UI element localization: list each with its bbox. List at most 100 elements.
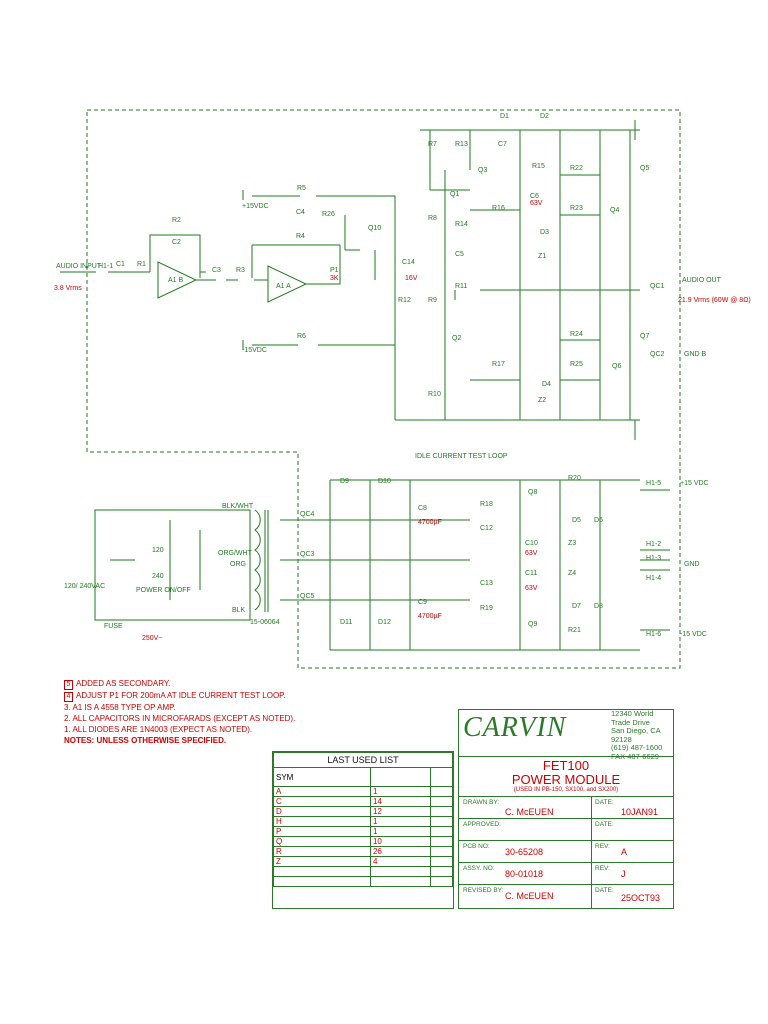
r14-label: R14 <box>455 221 468 228</box>
d12-label: D12 <box>378 619 391 626</box>
r19-label: R19 <box>480 605 493 612</box>
q10-label: Q10 <box>368 225 381 232</box>
c8-label: C8 <box>418 505 427 512</box>
c11-label: C11 <box>525 570 537 577</box>
a1b-label: A1 B <box>168 277 184 284</box>
z4-label: Z4 <box>568 570 576 577</box>
note-3: 3. A1 IS A 4558 TYPE OP AMP. <box>64 703 176 712</box>
p15-label: +15 VDC <box>680 480 709 487</box>
r21-label: R21 <box>568 627 581 634</box>
a1a-label: A1 A <box>276 283 291 290</box>
c9-label: C9 <box>418 599 427 606</box>
c14-value: 16V <box>405 275 418 282</box>
t1-part: 15-06064 <box>250 619 280 626</box>
note-2: 2. ALL CAPACITORS IN MICROFARADS (EXCEPT… <box>64 714 296 723</box>
d10-label: D10 <box>378 478 391 485</box>
r26-label: R26 <box>322 211 335 218</box>
revised-row: REVISED BY: C. McEUEN DATE: 25OCT93 <box>459 884 673 909</box>
audio-input-level: 3.8 Vrms <box>54 285 82 292</box>
p15vdc-label: +15VDC <box>242 203 269 210</box>
c9-value: 4700µF <box>418 613 442 620</box>
h1-6-label: H1-6 <box>646 631 661 638</box>
r15-label: R15 <box>532 163 545 170</box>
gnd-label: GND <box>684 561 700 568</box>
qc5-label: QC5 <box>300 593 315 600</box>
c13-label: C13 <box>480 580 493 587</box>
carvin-logo: CARVIN <box>463 712 567 743</box>
d8-label: D8 <box>594 603 603 610</box>
h1-4-label: H1-4 <box>646 575 661 582</box>
c4-label: C4 <box>296 209 305 216</box>
transformer-t1 <box>254 509 261 611</box>
r24-label: R24 <box>570 331 583 338</box>
d4-label: D4 <box>542 381 551 388</box>
r18-label: R18 <box>480 501 493 508</box>
module-boundary <box>86 109 681 669</box>
r11-label: R11 <box>455 283 467 290</box>
r13-label: R13 <box>455 141 468 148</box>
r2-label: R2 <box>172 217 181 224</box>
d9-label: D9 <box>340 478 349 485</box>
q4-label: Q4 <box>610 207 619 214</box>
q2-label: Q2 <box>452 335 461 342</box>
c5-label: C5 <box>455 251 464 258</box>
c6-value: 63V <box>530 200 543 207</box>
d2-label: D2 <box>540 113 549 120</box>
audio-output-level: 21.9 Vrms (60W @ 8Ω) <box>678 297 751 304</box>
r1-label: R1 <box>137 261 146 268</box>
r23-label: R23 <box>570 205 583 212</box>
c12-label: C12 <box>480 525 493 532</box>
h1-3-label: H1-3 <box>646 555 661 562</box>
c11-value: 63V <box>525 585 538 592</box>
power-switch-label: POWER ON/OFF <box>136 587 191 594</box>
d6-label: D6 <box>594 517 603 524</box>
audio-input-label: AUDIO INPUT <box>56 263 102 270</box>
r22-label: R22 <box>570 165 583 172</box>
r3-label: R3 <box>236 267 245 274</box>
mains-label: 120/ 240VAC <box>64 583 105 590</box>
h1-2-label: H1-2 <box>646 541 661 548</box>
d1-label: D1 <box>500 113 509 120</box>
schematic-diagram: 3.8 Vrms 21.9 Vrms (60W @ 8Ω) 4700µF 470… <box>54 109 751 669</box>
r17-label: R17 <box>492 361 505 368</box>
r4-label: R4 <box>296 233 305 240</box>
blk-label: BLK <box>232 607 246 614</box>
assy-row: ASSY. NO: 80-01018 REV: J <box>459 862 673 885</box>
r16-label: R16 <box>492 205 505 212</box>
v240-label: 240 <box>152 573 164 580</box>
q1-label: Q1 <box>450 191 459 198</box>
c10-value: 63V <box>525 550 538 557</box>
company-address: 12340 World Trade Drive San Diego, CA 92… <box>611 709 663 761</box>
z2-label: Z2 <box>538 397 546 404</box>
c7-label: C7 <box>498 141 507 148</box>
r20-label: R20 <box>568 475 581 482</box>
c2-label: C2 <box>172 239 181 246</box>
d3-label: D3 <box>540 229 549 236</box>
r9-label: R9 <box>428 297 437 304</box>
drawing-title: FET100 POWER MODULE (USED IN PB-150, SX1… <box>459 756 673 797</box>
z1-label: Z1 <box>538 253 546 260</box>
c6-label: C6 <box>530 193 539 200</box>
audio-output-label: AUDIO OUT <box>682 277 722 284</box>
c10-label: C10 <box>525 540 538 547</box>
q9-label: Q9 <box>528 621 537 628</box>
pcb-row: PCB NO: 30-65208 REV: A <box>459 840 673 863</box>
qc2-label: QC2 <box>650 351 665 358</box>
r8-label: R8 <box>428 215 437 222</box>
title-block: CARVIN 12340 World Trade Drive San Diego… <box>458 709 674 909</box>
approved-row: APPROVED: DATE: <box>459 818 673 841</box>
q3-label: Q3 <box>478 167 487 174</box>
d5-label: D5 <box>572 517 581 524</box>
opamp-a1b <box>157 261 198 299</box>
c1-label: C1 <box>116 261 125 268</box>
h1-1-label: H1-1 <box>98 263 113 270</box>
r5-label: R5 <box>297 185 306 192</box>
qc1-label: QC1 <box>650 283 665 290</box>
